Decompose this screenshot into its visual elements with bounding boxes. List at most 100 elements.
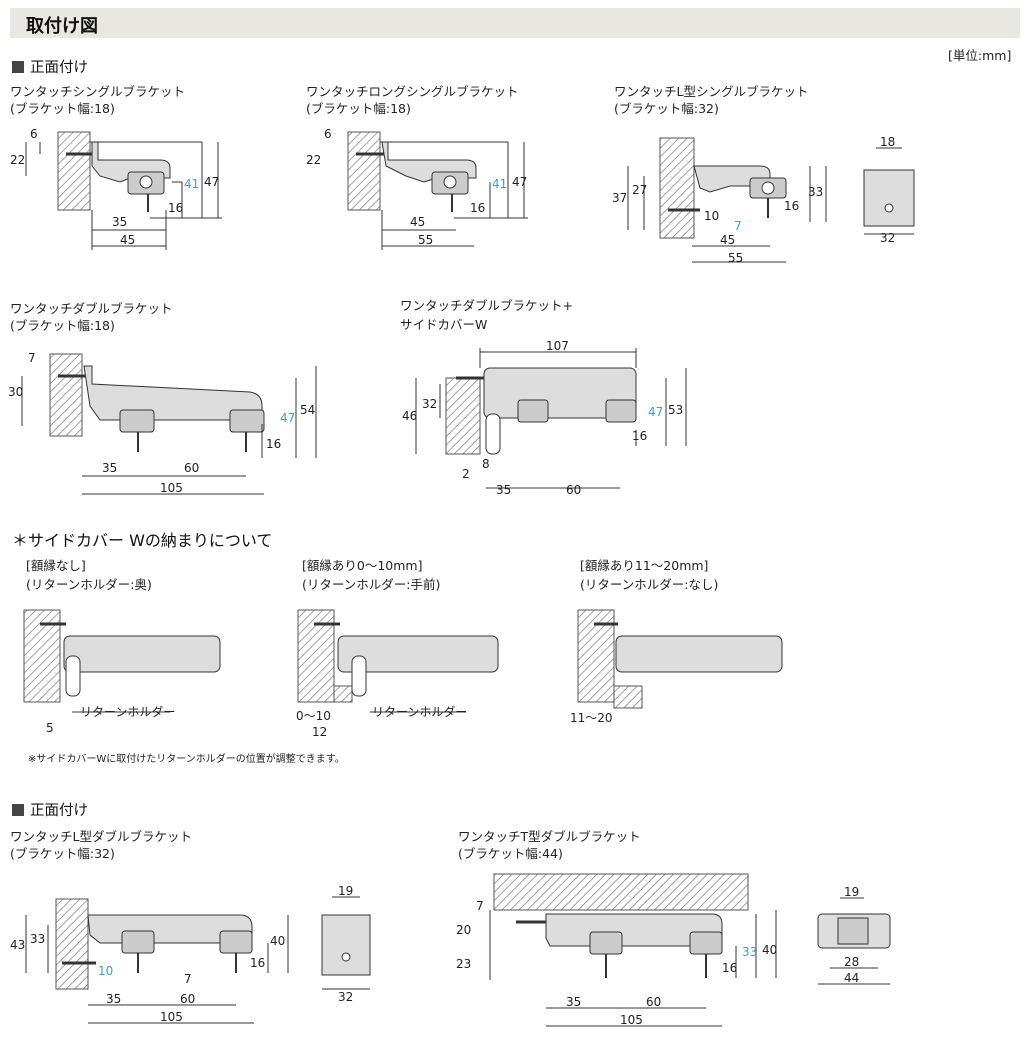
dim-text: 35 [112,215,127,229]
dim-text: 105 [160,481,183,495]
dim-text: 22 [306,153,321,167]
dim-text: 5 [46,721,54,735]
l-single-bracket-width: (ブラケット幅:32) [614,101,719,116]
dim-text: 55 [728,251,743,265]
dim-text: 12 [312,725,327,739]
l-single-bracket-title: ワンタッチL型シングルブラケット [614,84,809,99]
dim-text: 107 [546,339,569,353]
double-cover-title-2: サイドカバーW [400,317,488,332]
dim-text: 7 [476,899,484,913]
dim-text: 23 [456,957,471,971]
dim-text: 60 [646,995,661,1009]
dim-text: 20 [456,923,471,937]
l-double-bracket-width: (ブラケット幅:32) [10,846,115,861]
dim-text: 35 [102,461,117,475]
single-bracket-width: (ブラケット幅:18) [10,101,115,116]
dim-text: 16 [722,961,737,975]
square-bullet-icon [12,61,24,73]
case-1-diagram: 5 リターンホルダー [23,609,221,735]
dim-text: 55 [418,233,433,247]
dim-text: 43 [10,938,25,952]
dim-text: 11〜20 [570,711,613,725]
dim-text: 7 [734,219,742,233]
case-2-diagram: 0〜10 12 リターンホルダー [296,609,499,739]
dim-text: 40 [762,943,777,957]
dim-text: 7 [28,351,36,365]
dim-text: 19 [844,885,859,899]
long-single-bracket-diagram: 6 22 41 47 16 45 55 [306,127,528,250]
dim-text: 47 [512,175,527,189]
dim-text: 54 [300,403,315,417]
dim-text: 2 [462,467,470,481]
double-bracket-title: ワンタッチダブルブラケット [10,301,173,316]
dim-text: 44 [844,971,859,985]
dim-text: 28 [844,955,859,969]
dim-text: 41 [184,177,199,191]
double-bracket-width: (ブラケット幅:18) [10,318,115,333]
dim-text: 16 [266,437,281,451]
dim-text: 46 [402,409,417,423]
dim-text: 60 [180,992,195,1006]
long-single-bracket-width: (ブラケット幅:18) [306,101,411,116]
dim-text: 16 [632,429,647,443]
dim-text: 16 [470,201,485,215]
l-double-bracket-title: ワンタッチL型ダブルブラケット [10,829,192,844]
dim-text: 35 [496,483,511,497]
dim-text: 6 [324,127,332,141]
dim-text: 6 [30,127,38,141]
label-text: リターンホルダー [372,704,467,719]
dim-text: 27 [632,183,647,197]
dim-text: 0〜10 [296,709,331,723]
dim-text: 19 [338,884,353,898]
dim-text: 32 [880,231,895,245]
single-bracket-diagram: 6 22 41 47 16 35 45 [10,127,222,250]
dim-text: 8 [482,457,490,471]
dim-text: 16 [250,956,265,970]
dim-text: 105 [620,1013,643,1027]
dim-text: 32 [422,397,437,411]
section-front-mount-1: 正面付け [12,59,88,77]
double-cover-title-1: ワンタッチダブルブラケット+ [400,298,573,313]
t-double-bracket-width: (ブラケット幅:44) [458,846,563,861]
dim-text: 45 [120,233,135,247]
side-cover-footnote: ※サイドカバーWに取付けたリターンホルダーの位置が調整できます。 [28,754,345,765]
dim-text: 45 [720,233,735,247]
t-double-bracket-title: ワンタッチT型ダブルブラケット [458,829,641,844]
double-bracket-diagram: 7 30 54 47 16 35 60 105 [8,351,317,495]
l-single-bracket-diagram: 37 27 33 10 7 16 45 55 18 32 [612,135,915,265]
dim-text: 105 [160,1010,183,1024]
dim-text: 60 [184,461,199,475]
dim-text: 33 [808,185,823,199]
dim-text: 47 [648,405,663,419]
dim-text: 47 [280,411,295,425]
dim-text: 32 [338,990,353,1004]
dim-text: 18 [880,135,895,149]
page-header: 取付け図 [10,8,1020,38]
case-1-line-2: (リターンホルダー:奥) [26,577,152,592]
case-2-line-1: [額縁あり0〜10mm] [302,558,423,573]
dim-text: 10 [98,964,113,978]
dim-text: 16 [168,201,183,215]
page-title: 取付け図 [26,16,98,37]
dim-text: 35 [566,995,581,1009]
dim-text: 47 [204,175,219,189]
single-bracket-title: ワンタッチシングルブラケット [10,84,186,99]
section-front-mount-2: 正面付け [12,802,88,820]
case-3-line-2: (リターンホルダー:なし) [580,577,719,592]
l-double-bracket-diagram: 43 33 10 40 16 7 35 60 105 19 32 [10,884,371,1024]
dim-text: 41 [492,177,507,191]
dim-text: 37 [612,191,627,205]
dim-text: 45 [410,215,425,229]
dim-text: 40 [270,934,285,948]
long-single-bracket-title: ワンタッチロングシングルブラケット [306,84,519,99]
dim-text: 33 [30,932,45,946]
square-bullet-icon [12,804,24,816]
dim-text: 22 [10,153,25,167]
dim-text: 16 [784,199,799,213]
dim-text: 10 [704,209,719,223]
side-cover-title: ＊サイドカバー Wの納まりについて [12,531,273,550]
case-3-diagram: 11〜20 [570,609,783,725]
dim-text: 60 [566,483,581,497]
dim-text: 35 [106,992,121,1006]
case-1-line-1: [額縁なし] [26,558,86,573]
